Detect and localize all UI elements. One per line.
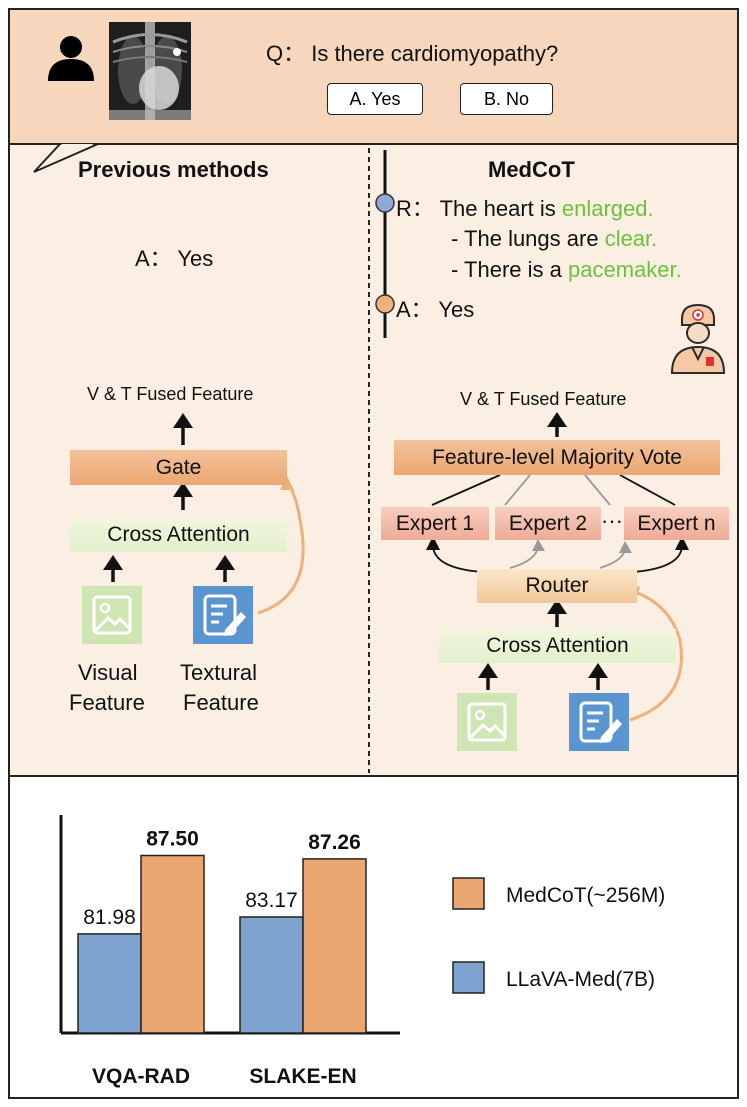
bar-0-0	[77, 933, 142, 1034]
textual-label-2: Feature	[183, 690, 259, 715]
bar-label-1-0: 87.50	[146, 828, 199, 851]
category-label-1: SLAKE-EN	[249, 1065, 356, 1088]
visual-label-2: Feature	[69, 690, 145, 715]
legend-swatch-1	[452, 877, 485, 910]
rationale-line-1: R： The heart is enlarged.	[396, 196, 654, 221]
visual-feature-icon	[82, 586, 142, 644]
doctor-icon	[670, 303, 726, 374]
medcot-visual-feature-icon	[457, 693, 517, 751]
rationale-line-2: - The lungs are clear.	[451, 226, 658, 251]
previous-answer: A： Yes	[135, 246, 214, 271]
pacemaker-keyword: pacemaker.	[567, 257, 682, 282]
speech-tail	[33, 143, 99, 173]
chest-xray-image	[109, 22, 191, 120]
user-icon	[48, 36, 94, 81]
option-b-button[interactable]: B. No	[460, 83, 553, 115]
medcot-answer: A： Yes	[396, 297, 475, 322]
bar-label-0-0: 81.98	[83, 906, 136, 929]
previous-methods-title: Previous methods	[78, 157, 269, 182]
gate-box: Gate	[70, 450, 287, 485]
visual-label-1: Visual	[78, 660, 138, 685]
expert-ellipsis: ···	[601, 508, 623, 533]
expert-2-box: Expert 2	[495, 507, 601, 540]
medcot-fused-feature-label: V & T Fused Feature	[460, 389, 627, 409]
previous-cross-attention-box: Cross Attention	[70, 517, 287, 552]
section-divider	[10, 775, 737, 777]
medcot-title: MedCoT	[488, 157, 575, 182]
category-label-0: VQA-RAD	[92, 1065, 190, 1088]
expert-1-box: Expert 1	[381, 507, 489, 540]
legend-swatch-0	[452, 961, 485, 994]
majority-vote-box: Feature-level Majority Vote	[394, 440, 720, 475]
medcot-textual-feature-icon	[569, 693, 629, 751]
bar-label-0-1: 83.17	[245, 889, 298, 912]
bar-1-1	[302, 858, 367, 1034]
legend-label-0: LLaVA-Med(7B)	[506, 968, 655, 991]
bar-1-0	[140, 854, 205, 1034]
legend-label-1: MedCoT(~256M)	[506, 884, 665, 907]
question-text: Q： Is there cardiomyopathy?	[266, 41, 559, 66]
previous-fused-feature-label: V & T Fused Feature	[87, 384, 254, 404]
textual-label-1: Textural	[180, 660, 258, 685]
enlarged-keyword: enlarged.	[561, 196, 654, 221]
textual-feature-icon	[193, 586, 253, 644]
option-a-button[interactable]: A. Yes	[327, 83, 423, 115]
bar-label-1-1: 87.26	[308, 831, 361, 854]
rationale-line-3: - There is a pacemaker.	[451, 257, 682, 282]
expert-n-box: Expert n	[624, 507, 729, 540]
medcot-cross-attention-box: Cross Attention	[439, 629, 676, 663]
router-box: Router	[477, 569, 637, 603]
clear-keyword: clear.	[604, 226, 658, 251]
bar-0-1	[239, 916, 304, 1034]
